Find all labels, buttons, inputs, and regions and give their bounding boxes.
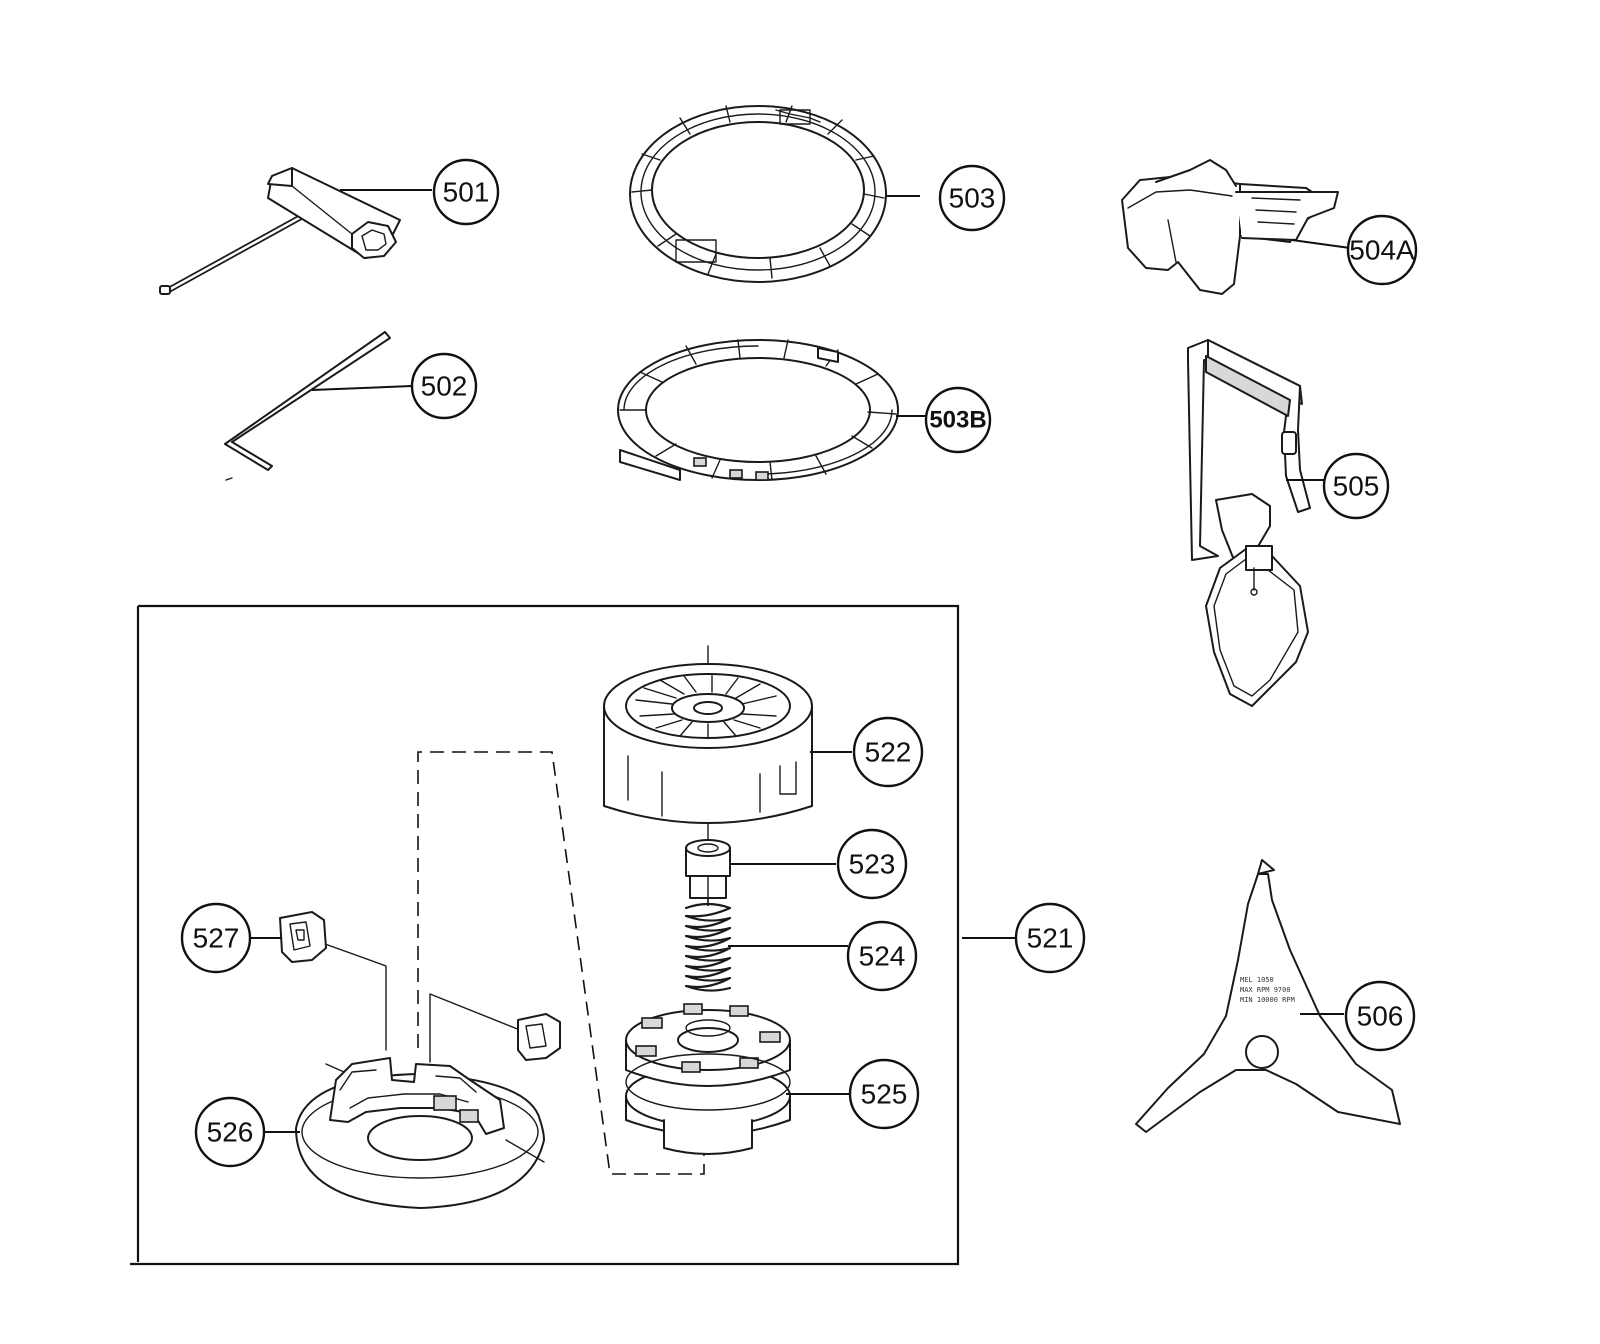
svg-text:503: 503	[949, 183, 996, 214]
svg-text:521: 521	[1027, 923, 1074, 954]
callout-506: 506	[1344, 980, 1416, 1052]
svg-text:504A: 504A	[1349, 235, 1415, 266]
part-504a-safety-glasses	[1121, 159, 1339, 295]
svg-text:505: 505	[1333, 471, 1380, 502]
callout-502: 502	[410, 352, 478, 420]
part-522-spool-cover	[603, 663, 813, 824]
svg-text:523: 523	[849, 849, 896, 880]
part-523-bolt	[685, 839, 731, 899]
svg-text:506: 506	[1357, 1001, 1404, 1032]
callout-527: 527	[180, 902, 252, 974]
part-525-spool	[625, 1003, 791, 1155]
callout-503: 503	[938, 164, 1006, 232]
svg-text:503B: 503B	[929, 407, 986, 434]
callout-504a: 504A	[1346, 214, 1418, 286]
blade-marking-line-3: MIN 10000 RPM	[1240, 996, 1295, 1004]
part-505-shoulder-harness	[1187, 339, 1311, 707]
svg-text:527: 527	[193, 923, 240, 954]
callout-523: 523	[836, 828, 908, 900]
part-524-spring	[684, 902, 732, 992]
callout-503b: 503B	[924, 386, 992, 454]
blade-marking-line-1: MEL 1050	[1240, 976, 1274, 984]
callout-522: 522	[852, 716, 924, 788]
part-527-eyelet	[279, 911, 561, 1061]
part-503-ring	[629, 105, 887, 283]
svg-text:526: 526	[207, 1117, 254, 1148]
part-526-housing	[295, 1057, 545, 1209]
blade-marking-line-2: MAX RPM 9700	[1240, 986, 1291, 994]
exploded-guide-line	[417, 751, 705, 1175]
callout-524: 524	[846, 920, 918, 992]
callout-505: 505	[1322, 452, 1390, 520]
svg-text:502: 502	[421, 371, 468, 402]
svg-text:522: 522	[865, 737, 912, 768]
part-501-spark-plug-wrench	[159, 167, 401, 295]
part-503b-ring	[617, 339, 899, 481]
callout-525: 525	[848, 1058, 920, 1130]
callout-526: 526	[194, 1096, 266, 1168]
svg-text:525: 525	[861, 1079, 908, 1110]
callout-521: 521	[1014, 902, 1086, 974]
svg-text:501: 501	[443, 177, 490, 208]
part-502-hex-key	[224, 331, 391, 481]
assembly-521-frame	[130, 604, 960, 1266]
part-506-blade: MEL 1050 MAX RPM 9700 MIN 10000 RPM	[1135, 859, 1401, 1133]
callout-501: 501	[432, 158, 500, 226]
svg-text:524: 524	[859, 941, 906, 972]
